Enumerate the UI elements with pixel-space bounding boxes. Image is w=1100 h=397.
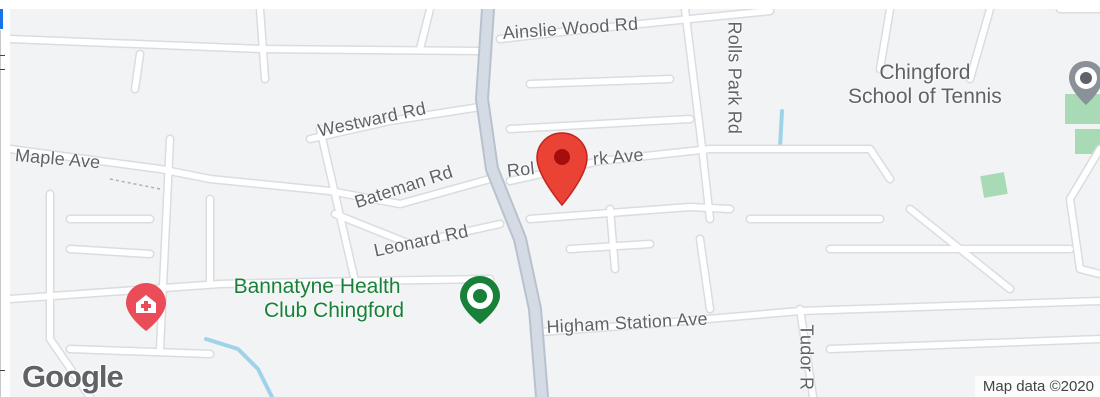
road-label-rolls-park-ave: rk Ave [592, 144, 645, 169]
map-streets [10, 9, 1100, 397]
hospital-icon[interactable] [122, 281, 170, 333]
park-area [980, 172, 1008, 198]
fitness-icon[interactable] [456, 274, 504, 326]
poi-name-line: Chingford [879, 61, 971, 84]
map-canvas[interactable]: Ainslie Wood Rd Rolls Park Rd Westward R… [10, 9, 1100, 397]
poi-label-health-club[interactable]: Bannatyne Health Club Chingford [230, 275, 405, 323]
map-attribution[interactable]: Map data ©2020 [974, 376, 1100, 397]
stream [204, 337, 274, 397]
poi-name-line: School of Tennis [848, 85, 1002, 108]
minor-roads [10, 9, 1100, 397]
location-pin-icon[interactable] [534, 131, 590, 207]
edge-tick [0, 69, 5, 70]
main-road [477, 9, 547, 397]
poi-name-line: Club Chingford [264, 299, 405, 322]
location-icon[interactable] [1066, 59, 1100, 107]
road-label-tudor-rd: Tudor R [796, 324, 817, 391]
edge-tick [0, 370, 5, 371]
stream [778, 109, 784, 149]
left-edge-divider [0, 30, 1, 397]
poi-label-tennis[interactable]: Chingford School of Tennis [848, 61, 1002, 109]
road-label-rolls-park-rd: Rolls Park Rd [724, 21, 745, 135]
edge-tick [0, 55, 5, 56]
poi-name-line: Bannatyne Health [233, 275, 401, 298]
water-features [204, 109, 784, 397]
google-logo: Google [22, 359, 124, 394]
left-edge-tab [0, 9, 3, 29]
footpath [109, 178, 161, 190]
road-label-rolls-park-ave: Rol [506, 158, 536, 181]
